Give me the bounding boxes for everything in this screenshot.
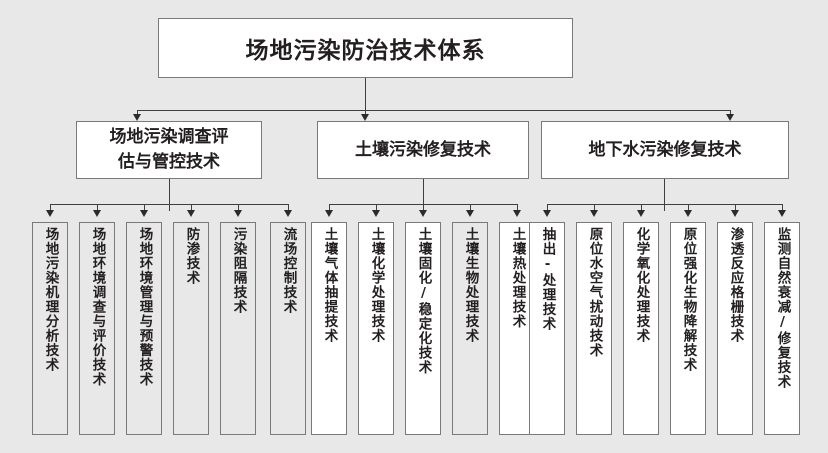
level3-box-11: 抽出-处理技术 [529,222,565,435]
arrow-level3-2 [139,210,148,217]
level3-box-15: 渗透反应格栅技术 [717,222,753,435]
level3-box-6: 土壤气体抽提技术 [311,222,347,435]
arrow-level3-12 [589,210,598,217]
connector-group1-drop-0 [329,204,330,211]
arrow-level2-0 [132,114,141,121]
arrow-level3-1 [92,210,101,217]
connector-level2-drop-1 [365,110,366,116]
arrow-level3-10 [512,210,521,217]
connector-group0-drop-0 [50,204,51,211]
connector-group2-drop-2 [641,204,642,211]
connector-group1-drop-2 [423,204,424,211]
connector-group2-drop-0 [547,204,548,211]
level3-box-2: 场地环境管理与预警技术 [126,222,162,435]
arrow-level3-0 [45,210,54,217]
level2-box-groundwater-remediation: 地下水污染修复技术 [541,121,789,179]
arrow-level2-2 [725,114,734,121]
connector-group1-drop-4 [517,204,518,211]
connector-group2-drop-1 [594,204,595,211]
connector-group2-drop-5 [782,204,783,211]
level3-box-3: 防渗技术 [173,222,209,435]
level3-box-13: 化学氧化处理技术 [623,222,659,435]
connector-group0-stem [169,179,170,211]
connector-group0-bus [50,204,288,205]
level3-box-7: 土壤化学处理技术 [358,222,394,435]
arrow-level3-13 [636,210,645,217]
connector-level2-drop-0 [137,110,138,116]
arrow-level3-14 [683,210,692,217]
level2-box-site-investigation: 场地污染调查评 估与管控技术 [76,121,262,179]
arrow-level3-5 [283,210,292,217]
level3-box-4: 污染阻隔技术 [220,222,256,435]
connector-group2-drop-4 [735,204,736,211]
level3-box-12: 原位水空气扰动技术 [576,222,612,435]
connector-group0-drop-2 [144,204,145,211]
level2-label-line2: 估与管控技术 [118,152,220,172]
connector-group2-bus [547,204,782,205]
level2-box-soil-remediation: 土壤污染修复技术 [317,121,529,179]
connector-group0-drop-5 [288,204,289,211]
level3-box-9: 土壤生物处理技术 [452,222,488,435]
connector-group2-drop-3 [688,204,689,211]
level2-label-line1: 场地污染调查评 [109,127,229,147]
connector-group1-drop-3 [470,204,471,211]
connector-group2-stem [664,179,665,211]
connector-group1-stem [423,179,424,211]
arrow-level3-7 [371,210,380,217]
arrow-level3-9 [465,210,474,217]
level3-box-16: 监测自然衰减/修复技术 [764,222,800,435]
connector-group1-drop-1 [376,204,377,211]
arrow-level3-4 [233,210,242,217]
arrow-level3-8 [418,210,427,217]
connector-group0-drop-3 [191,204,192,211]
arrow-level3-15 [730,210,739,217]
connector-level2-drop-2 [730,110,731,116]
arrow-level3-3 [186,210,195,217]
arrow-level2-1 [360,114,369,121]
arrow-level3-6 [324,210,333,217]
arrow-level3-16 [777,210,786,217]
arrow-level3-11 [542,210,551,217]
level3-box-1: 场地环境调查与评价技术 [79,222,115,435]
level3-box-5: 流场控制技术 [270,222,306,435]
diagram-title-box: 场地污染防治技术体系 [158,18,573,78]
level3-box-0: 场地污染机理分析技术 [32,222,68,435]
connector-title-stem [365,78,366,110]
connector-group0-drop-1 [97,204,98,211]
level3-box-8: 土壤固化/稳定化技术 [405,222,441,435]
connector-level2-bus [137,110,730,111]
level3-box-14: 原位强化生物降解技术 [670,222,706,435]
connector-group0-drop-4 [238,204,239,211]
